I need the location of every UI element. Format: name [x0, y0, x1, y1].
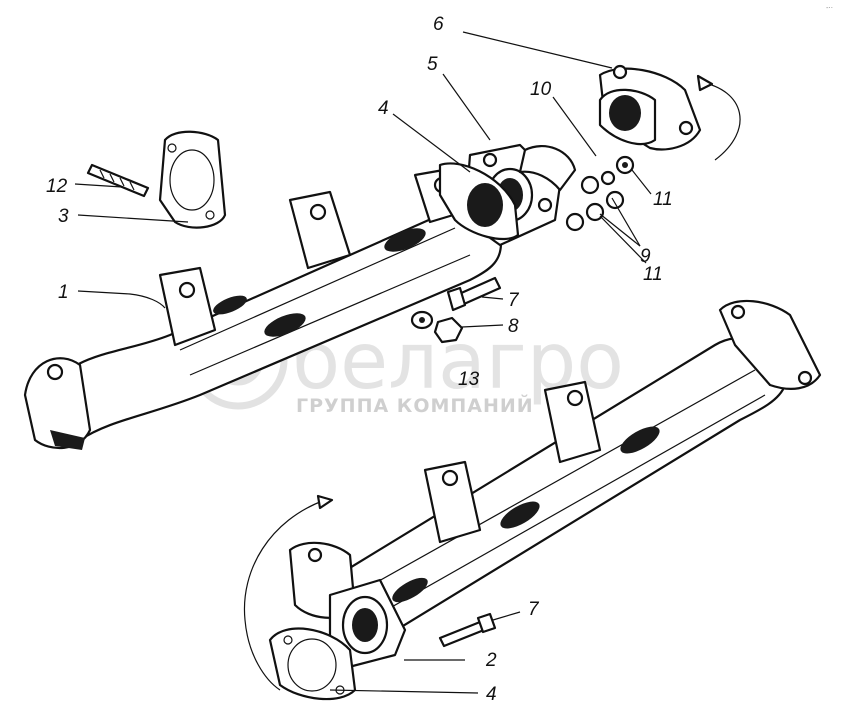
callout-5: 5 — [427, 54, 438, 75]
callout-6: 6 — [433, 14, 444, 35]
assembly-arrow-lower — [243, 494, 334, 691]
callout-12: 12 — [46, 176, 68, 197]
callout-8: 8 — [508, 316, 519, 337]
fasteners-9-10-11 — [565, 155, 635, 232]
leader-lines — [74, 31, 652, 694]
callout-10: 10 — [530, 79, 552, 100]
bolt-7-top — [446, 276, 502, 312]
callout-4-bottom: 4 — [486, 684, 497, 705]
lower-manifold — [288, 299, 822, 670]
washer-nut-8-13 — [410, 310, 464, 344]
callout-labels: 12 3 1 4 5 6 10 11 9 11 7 8 13 7 2 4 — [46, 14, 673, 705]
callout-2: 2 — [485, 650, 497, 671]
callout-7-bottom: 7 — [528, 599, 540, 620]
callout-9: 9 — [640, 246, 651, 267]
pipe-flange-6 — [598, 64, 741, 161]
callout-4-top: 4 — [378, 98, 389, 119]
corner-mark: -·· — [826, 4, 833, 12]
callout-11-lower: 11 — [643, 264, 663, 285]
watermark-tagline: ГРУППА КОМПАНИЙ — [296, 394, 534, 417]
callout-11-upper: 11 — [653, 189, 673, 210]
gasket-3 — [158, 130, 227, 229]
callout-7-top: 7 — [508, 290, 520, 311]
callout-13: 13 — [458, 369, 480, 390]
stud-12 — [86, 163, 150, 198]
bolt-7-bottom — [438, 612, 497, 648]
gasket-4-bottom — [268, 627, 357, 701]
callout-1: 1 — [58, 282, 69, 303]
gasket-4-top — [438, 162, 520, 240]
callout-3: 3 — [58, 206, 69, 227]
